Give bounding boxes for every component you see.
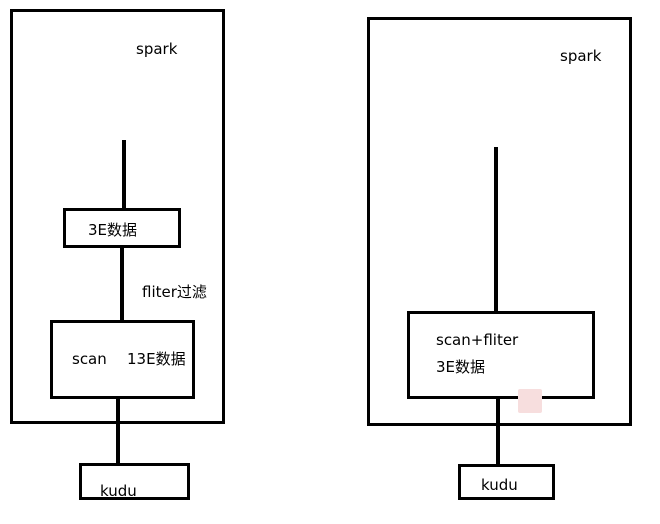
left-scan-count-label: 13E数据 — [127, 350, 186, 368]
left-3e-data-label: 3E数据 — [88, 221, 138, 239]
right-kudu-connector — [496, 399, 500, 466]
right-kudu-label: kudu — [481, 476, 518, 494]
left-top-connector — [122, 140, 126, 210]
right-spark-label: spark — [560, 47, 602, 65]
left-scan-box — [50, 320, 195, 399]
left-kudu-box — [79, 463, 190, 500]
right-scan-filter-label: scan+fliter — [436, 331, 519, 349]
left-filter-connector — [120, 248, 124, 320]
right-top-connector — [494, 147, 498, 313]
left-3e-data-box — [63, 208, 181, 248]
right-scan-filter-box — [407, 311, 595, 399]
left-kudu-label: kudu — [100, 482, 137, 500]
right-kudu-box — [458, 464, 555, 500]
right-3e-data-label: 3E数据 — [436, 358, 486, 376]
left-scan-label: scan — [72, 350, 107, 368]
watermark-mark — [518, 389, 542, 413]
left-filter-label: fliter过滤 — [142, 283, 207, 301]
left-kudu-connector — [116, 399, 120, 465]
left-spark-label: spark — [136, 40, 178, 58]
